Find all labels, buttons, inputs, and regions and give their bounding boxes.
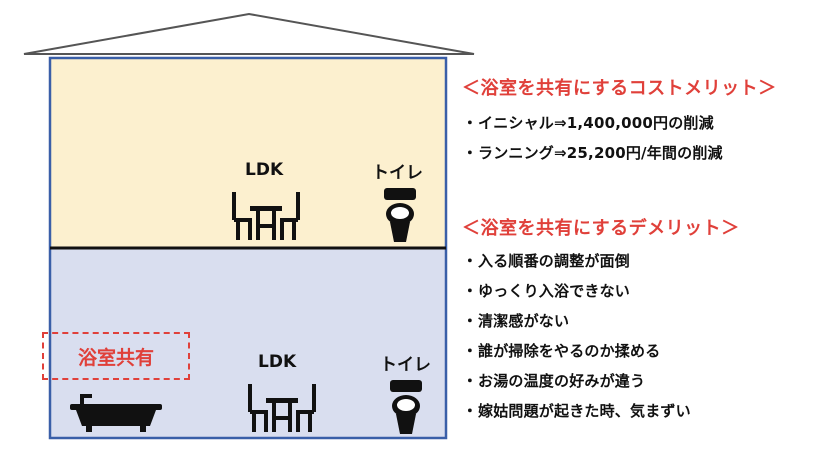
dining-table-chairs-icon (248, 384, 316, 432)
upper-floor (50, 58, 446, 248)
bathtub-icon (70, 394, 162, 432)
demerit-text: 入る順番の調整が面倒 (478, 252, 631, 270)
bullet: ・ (462, 342, 478, 360)
bullet: ・ (462, 282, 478, 300)
bullet: ・ (462, 144, 478, 162)
demerits-panel: ＜浴室を共有にするデメリット＞ ・入る順番の調整が面倒 ・ゆっくり入浴できない … (462, 214, 740, 426)
demerit-text: 誰が掃除をやるのか揉める (478, 342, 661, 360)
demerit-item: ・入る順番の調整が面倒 (462, 246, 740, 276)
bullet: ・ (462, 114, 478, 132)
shared-bath-badge: 浴室共有 (42, 332, 190, 380)
roof (23, 12, 475, 55)
demerit-text: 嫁姑問題が起きた時、気まずい (478, 402, 691, 420)
bullet: ・ (462, 312, 478, 330)
merit-item: ・ランニング⇒25,200円/年間の削減 (462, 138, 777, 168)
demerit-item: ・誰が掃除をやるのか揉める (462, 336, 740, 366)
bullet: ・ (462, 252, 478, 270)
demerits-title: ＜浴室を共有にするデメリット＞ (462, 218, 740, 239)
upper-toilet-label: トイレ (372, 163, 423, 183)
bullet: ・ (462, 372, 478, 390)
merit-item: ・イニシャル⇒1,400,000円の削減 (462, 108, 777, 138)
merit-text: ランニング⇒25,200円/年間の削減 (478, 144, 723, 162)
demerit-text: お湯の温度の好みが違う (478, 372, 646, 390)
demerit-text: 清潔感がない (478, 312, 570, 330)
bullet: ・ (462, 402, 478, 420)
demerit-text: ゆっくり入浴できない (478, 282, 631, 300)
demerit-item: ・清潔感がない (462, 306, 740, 336)
lower-ldk-label: LDK (258, 352, 297, 372)
demerit-item: ・お湯の温度の好みが違う (462, 366, 740, 396)
toilet-icon (390, 380, 422, 434)
dining-table-chairs-icon (232, 192, 300, 240)
upper-ldk-label: LDK (245, 160, 284, 180)
merit-text: イニシャル⇒1,400,000円の削減 (478, 114, 714, 132)
toilet-icon (384, 188, 416, 242)
merits-title: ＜浴室を共有にするコストメリット＞ (462, 78, 777, 99)
merits-panel: ＜浴室を共有にするコストメリット＞ ・イニシャル⇒1,400,000円の削減 ・… (462, 74, 777, 168)
lower-toilet-label: トイレ (380, 355, 431, 375)
demerit-item: ・嫁姑問題が起きた時、気まずい (462, 396, 740, 426)
demerit-item: ・ゆっくり入浴できない (462, 276, 740, 306)
